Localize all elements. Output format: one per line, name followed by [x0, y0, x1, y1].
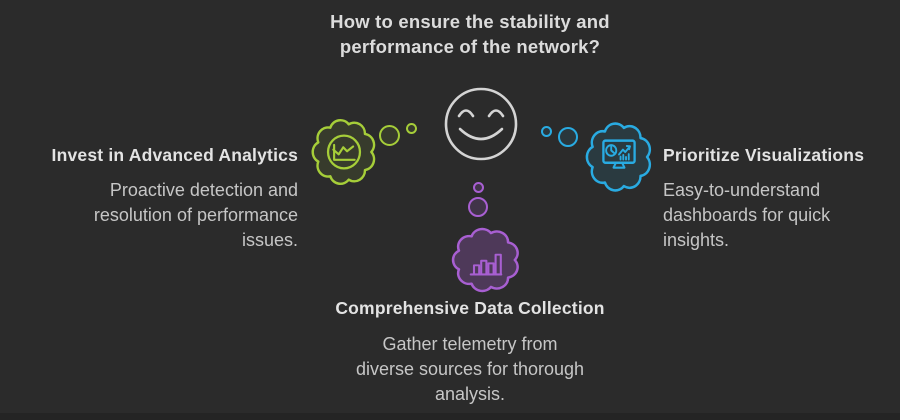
- smiley-face-strokes: [444, 87, 518, 161]
- thought-dot-green-small: [406, 123, 417, 134]
- data-collection-body-line-2: diverse sources for thorough: [355, 359, 585, 379]
- data-collection-heading: Comprehensive Data Collection: [335, 298, 605, 318]
- visualizations-body-line-2: dashboards for quick: [663, 205, 831, 225]
- visualizations-body-line-3: insights.: [663, 230, 730, 250]
- thought-dot-green-large: [379, 125, 400, 146]
- data-collection-body: Gather telemetry from diverse sources fo…: [290, 332, 650, 407]
- data-collection-text-block: Comprehensive Data Collection Gather tel…: [290, 297, 650, 407]
- thought-dot-purple-large: [468, 197, 488, 217]
- data-collection-thought-cloud: [451, 227, 519, 293]
- analytics-body: Proactive detection and resolution of pe…: [18, 178, 298, 253]
- thought-dot-blue-large: [558, 127, 578, 147]
- title-line-1: How to ensure the stability and: [330, 11, 610, 32]
- analytics-text-block: Invest in Advanced Analytics Proactive d…: [18, 144, 298, 253]
- thought-dot-purple-small: [473, 182, 484, 193]
- data-collection-body-line-3: analysis.: [434, 384, 506, 404]
- visualizations-body: Easy-to-understand dashboards for quick …: [663, 178, 888, 253]
- title-line-2: performance of the network?: [339, 36, 601, 57]
- smiley-face-icon: [444, 87, 518, 161]
- visualizations-text-block: Prioritize Visualizations Easy-to-unders…: [663, 144, 888, 253]
- analytics-body-line-1: Proactive detection and: [109, 180, 298, 200]
- bar-chart-icon: [451, 227, 519, 293]
- line-chart-icon: [311, 118, 376, 186]
- visualizations-body-line-1: Easy-to-understand: [663, 180, 821, 200]
- page-title: How to ensure the stability and performa…: [250, 9, 690, 59]
- data-collection-body-line-1: Gather telemetry from: [382, 334, 558, 354]
- visualizations-thought-cloud: [585, 122, 652, 192]
- dashboard-monitor-icon: [585, 122, 652, 192]
- analytics-body-line-3: issues.: [241, 230, 298, 250]
- analytics-thought-cloud: [311, 118, 376, 186]
- thought-dot-blue-small: [541, 126, 552, 137]
- analytics-body-line-2: resolution of performance: [93, 205, 298, 225]
- footer-strip: [0, 413, 900, 420]
- visualizations-heading: Prioritize Visualizations: [663, 145, 865, 165]
- analytics-heading: Invest in Advanced Analytics: [51, 145, 298, 165]
